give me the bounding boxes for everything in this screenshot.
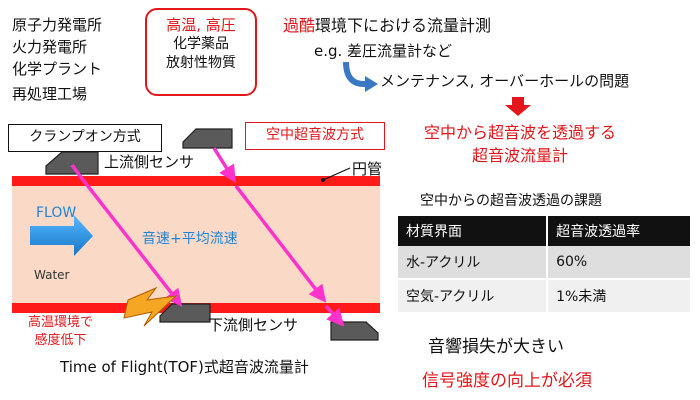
flow-label: FLOW xyxy=(36,205,77,221)
proposal-title: 空中から超音波を透過する 超音波流量計 xyxy=(370,121,670,167)
air-beam-2 xyxy=(234,184,327,303)
heat-label: 高温環境で 感度低下 xyxy=(28,314,93,350)
title-rest: 環境下における流量計測 xyxy=(315,16,492,35)
facility-item: 再処理工場 xyxy=(12,85,88,103)
table-cell: 空気-アクリル xyxy=(398,278,548,312)
loss-statement: 音響損失が大きい xyxy=(428,337,564,357)
table-row: 空気-アクリル 1%未満 xyxy=(398,278,690,312)
table-cell: 1%未満 xyxy=(546,278,690,312)
bent-arrow-icon xyxy=(343,61,366,87)
air-beam-1 xyxy=(212,147,236,183)
medium-label: Water xyxy=(34,268,70,282)
air-downstream-sensor xyxy=(330,321,379,341)
velocity-label: 音速+平均流速 xyxy=(142,231,238,247)
facility-list: 原子力発電所 火力発電所 化学プラント 再処理工場 xyxy=(12,14,102,105)
conventional-title: 過酷環境下における流量計測 xyxy=(283,12,491,36)
table-row: 水-アクリル 60% xyxy=(398,246,690,279)
facility-item: 火力発電所 xyxy=(12,38,88,56)
conventional-example: e.g. 差圧流量計など xyxy=(314,42,453,60)
pipe-wall-top xyxy=(12,176,380,186)
need-statement: 信号強度の向上が必須 xyxy=(422,371,592,391)
diagram-caption: Time of Flight(TOF)式超音波流量計 xyxy=(60,358,309,376)
transmission-table: 材質界面 超音波透過率 水-アクリル 60% 空気-アクリル 1%未満 xyxy=(398,216,690,312)
pipe-label: 円管 xyxy=(352,160,383,178)
facility-item: 原子力発電所 xyxy=(12,16,103,34)
bent-arrow-head xyxy=(365,76,378,92)
proposal-line: 空中から超音波を透過する xyxy=(423,123,616,142)
proposal-line: 超音波流量計 xyxy=(471,146,568,165)
flow-arrow-icon xyxy=(30,215,93,256)
clamp-beam-start xyxy=(70,163,82,178)
hazard-conditions: 高温, 高圧 xyxy=(166,16,236,34)
table-header: 超音波透過率 xyxy=(546,216,690,246)
table-header: 材質界面 xyxy=(398,216,548,246)
title-highlight: 過酷 xyxy=(283,16,316,35)
maintenance-problem: メンテナンス, オーバーホールの問題 xyxy=(380,72,630,90)
table-title: 空中からの超音波透過の課題 xyxy=(420,193,602,209)
upstream-sensor-label: 上流側センサ xyxy=(104,153,195,171)
down-arrow-icon xyxy=(505,97,531,116)
heat-line: 高温環境で xyxy=(28,315,94,330)
lightning-icon xyxy=(123,286,178,327)
clamp-upstream-sensor xyxy=(45,151,99,175)
airborne-label: 空中超音波方式 xyxy=(245,122,385,150)
heat-line: 感度低下 xyxy=(34,333,87,348)
air-upstream-sensor xyxy=(182,128,233,149)
table-cell: 60% xyxy=(546,246,690,279)
hazard-substance: 放射性物質 xyxy=(166,55,236,71)
table-cell: 水-アクリル xyxy=(398,246,548,279)
hazard-box: 高温, 高圧 化学薬品 放射性物質 xyxy=(145,8,257,96)
clamp-beam xyxy=(78,174,183,307)
pipe-pointer xyxy=(322,167,351,181)
pipe-pointer-dot xyxy=(321,178,325,182)
facility-item: 化学プラント xyxy=(12,60,103,78)
table-header-row: 材質界面 超音波透過率 xyxy=(398,216,690,246)
clamp-on-label: クランプオン方式 xyxy=(8,124,162,152)
air-beam-3 xyxy=(324,304,345,327)
downstream-sensor-label: 下流側センサ xyxy=(208,316,299,334)
hazard-substance: 化学薬品 xyxy=(173,36,229,52)
